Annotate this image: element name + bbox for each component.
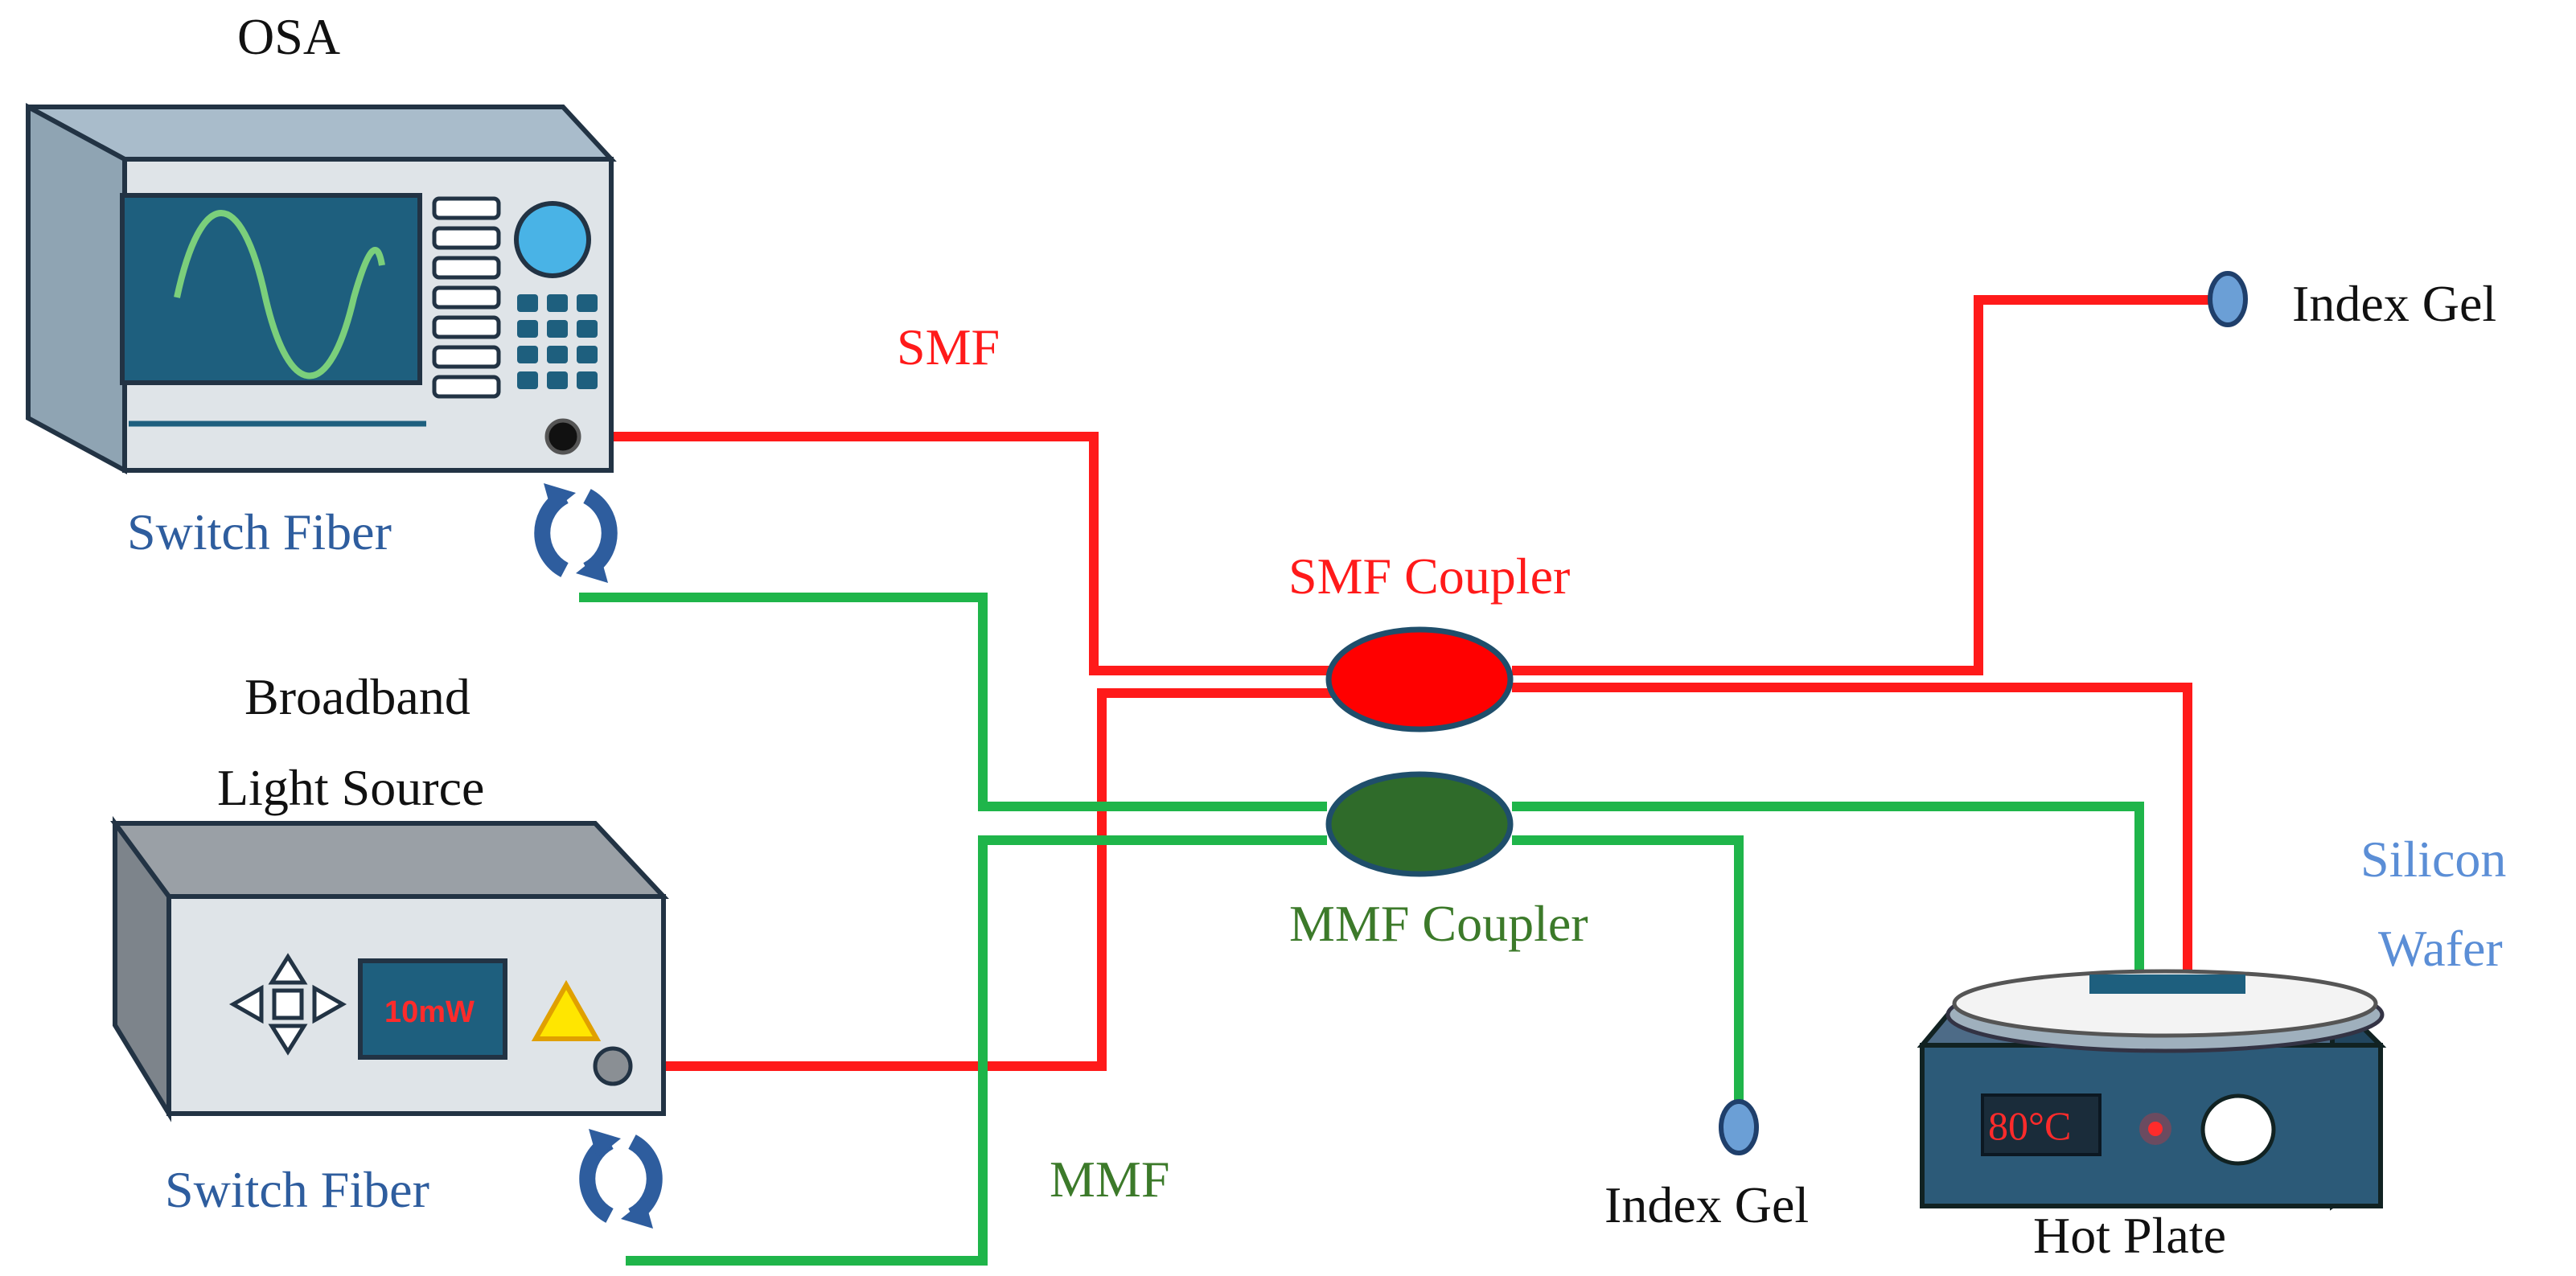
sine-wave-icon: [174, 210, 385, 380]
mmf-fiber-source: [626, 835, 1327, 1266]
hot-plate-top: [1952, 969, 2378, 1038]
power-display-text: 10mW: [384, 995, 475, 1029]
mmf-coupler-label: MMF Coupler: [1289, 895, 1588, 952]
osa-label: OSA: [237, 8, 341, 65]
hot-plate-knob: [2200, 1093, 2276, 1166]
temp-display-text: 80°C: [1988, 1103, 2072, 1148]
smf-fiber-hotplate: [1512, 683, 2192, 977]
mmf-coupler: [1325, 771, 1514, 877]
mmf-fiber-index-gel: [1512, 835, 1744, 1102]
hot-plate: [1917, 969, 2387, 1211]
switch-arrows-icon: [534, 483, 618, 583]
silicon-wafer-label-line1: Silicon: [2360, 831, 2507, 888]
index-gel-bottom-drop: [1719, 1099, 1759, 1155]
osa-screen: [120, 193, 422, 385]
heat-indicator: [2148, 1122, 2163, 1136]
osa-knob: [514, 201, 591, 278]
index-gel-top-drop: [2208, 271, 2248, 327]
power-display: [358, 958, 507, 1060]
index-gel-bottom-label: Index Gel: [1604, 1176, 1810, 1233]
mmf-fiber-hotplate: [1512, 802, 2144, 977]
light-source-instrument: [110, 815, 669, 1122]
warning-triangle-icon: [531, 979, 602, 1041]
silicon-wafer-label-line2: Wafer: [2378, 920, 2503, 977]
smf-fiber-index-gel: [1512, 295, 2212, 675]
smf-fiber-osa: [563, 432, 1335, 675]
temp-display: [1981, 1093, 2101, 1156]
switch-fiber-bottom-label: Switch Fiber: [165, 1161, 429, 1218]
silicon-wafer: [2089, 974, 2245, 994]
source-fiber-port: [593, 1046, 633, 1086]
switch-fiber-top-label: Switch Fiber: [127, 503, 392, 560]
mmf-fiber-osa: [579, 593, 1327, 811]
hot-plate-label: Hot Plate: [2033, 1207, 2226, 1264]
smf-coupler: [1325, 626, 1514, 732]
mmf-label: MMF: [1050, 1151, 1170, 1208]
index-gel-top-label: Index Gel: [2292, 275, 2497, 332]
smf-fiber-source: [632, 688, 1335, 1071]
light-source-label-line2: Light Source: [217, 759, 485, 816]
switch-arrows-icon: [579, 1129, 663, 1229]
direction-pad-icon: [228, 953, 347, 1056]
smf-coupler-label: SMF Coupler: [1288, 548, 1571, 605]
light-source-label-line1: Broadband: [244, 668, 470, 725]
osa-fiber-port: [544, 418, 581, 455]
osa-instrument: [26, 102, 617, 475]
smf-label: SMF: [897, 318, 1000, 375]
